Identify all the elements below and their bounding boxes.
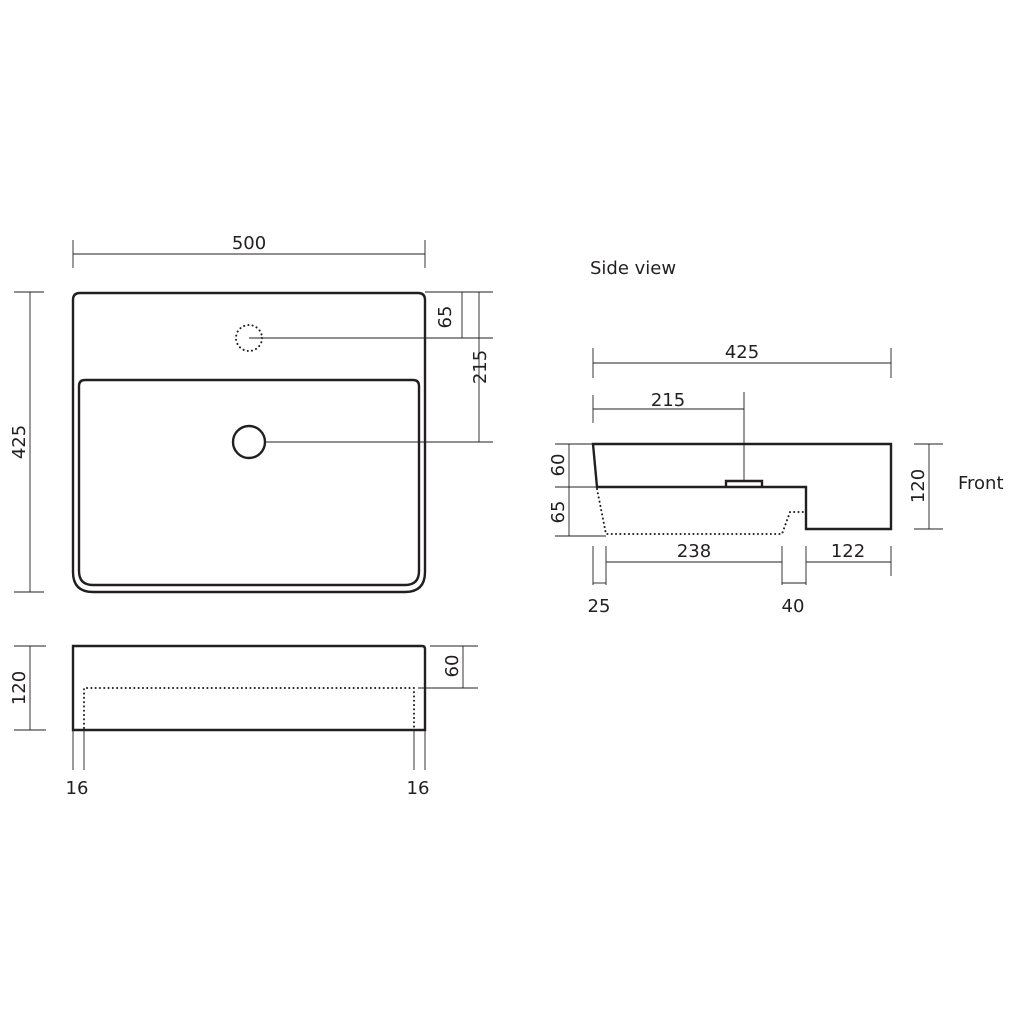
dim-side-top-thickness-label: 60 xyxy=(548,454,569,477)
front-bowl-hidden-line xyxy=(83,687,415,729)
side-view-title: Side view xyxy=(590,258,676,279)
dim-side-depth-label: 425 xyxy=(725,342,759,363)
dim-step-label: 40 xyxy=(782,596,805,617)
front-elevation: 120 60 16 16 xyxy=(9,644,478,799)
dim-width-label: 500 xyxy=(232,233,266,254)
basin-outer-outline xyxy=(71,291,427,594)
dim-side-lower-height-label: 65 xyxy=(548,501,569,524)
dim-bowl-depth-label: 60 xyxy=(442,655,463,678)
dim-waste-offset-label: 215 xyxy=(470,350,491,384)
plan-view: 500 425 65 215 xyxy=(9,233,493,594)
dim-front-projection-label: 122 xyxy=(831,541,865,562)
dim-wall-left-label: 16 xyxy=(66,778,89,799)
basin-bowl-outline xyxy=(77,378,421,587)
dim-wall-right-label: 16 xyxy=(407,778,430,799)
front-outer-outline xyxy=(71,644,427,732)
front-label: Front xyxy=(958,473,1004,494)
dim-bottom-length-label: 238 xyxy=(677,541,711,562)
side-hidden-outline xyxy=(596,488,807,535)
dim-side-waste-label: 215 xyxy=(651,390,685,411)
dim-front-height-label: 120 xyxy=(9,671,30,705)
waste-outlet xyxy=(231,424,267,460)
dim-side-total-height-label: 120 xyxy=(908,469,929,503)
dim-rear-inset-label: 25 xyxy=(588,596,611,617)
dim-tap-offset-label: 65 xyxy=(435,306,456,329)
dim-depth-label: 425 xyxy=(9,425,30,459)
side-view: Side view Front 425 215 60 65 120 xyxy=(548,258,1004,617)
side-profile-outline xyxy=(591,442,893,531)
